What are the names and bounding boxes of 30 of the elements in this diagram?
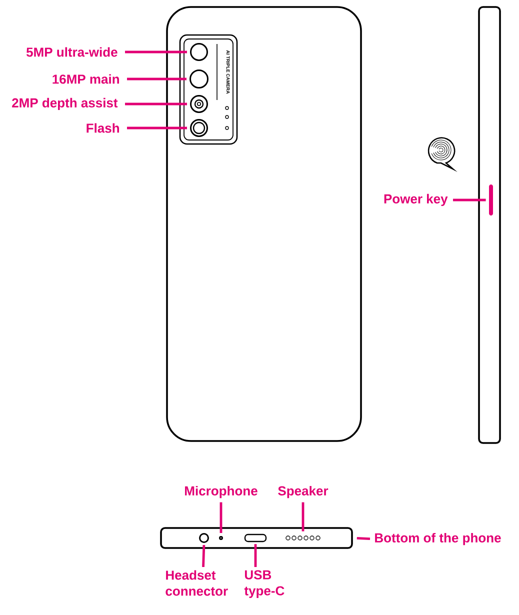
callout-label: Flash: [86, 123, 119, 133]
callout-label: Power key: [384, 194, 448, 206]
camera-lens: [190, 43, 208, 61]
callout-label: 5MP ultra-wide: [26, 47, 118, 57]
leader-line: [125, 50, 187, 54]
callout-label: Bottom of the phone: [375, 532, 501, 546]
camera-flash: [190, 119, 208, 137]
leader-line: [127, 126, 187, 130]
callout-label: Headset connector: [166, 570, 228, 596]
callout-label: 16MP main: [52, 74, 119, 84]
callout-label: Speaker: [278, 486, 328, 498]
leader-line: [202, 544, 206, 568]
leader-line: [125, 102, 187, 106]
leader-line: [356, 537, 370, 540]
speaker-grille: [286, 536, 320, 540]
microphone-hole: [219, 536, 223, 540]
callout-label: USB type-C: [244, 570, 284, 598]
leader-line: [254, 544, 257, 567]
callout-label: 2MP depth assist: [12, 98, 118, 110]
headset-jack: [199, 533, 209, 543]
power-button: [489, 184, 493, 216]
camera-lens: [190, 70, 208, 88]
leader-line: [453, 198, 486, 202]
callout-label: Microphone: [185, 486, 258, 498]
leader-line: [220, 502, 222, 533]
leader-line: [302, 502, 304, 532]
leader-line: [127, 78, 186, 80]
camera-lens: [190, 95, 208, 113]
usb-port: [244, 534, 267, 542]
phone-bottom: [160, 527, 353, 549]
